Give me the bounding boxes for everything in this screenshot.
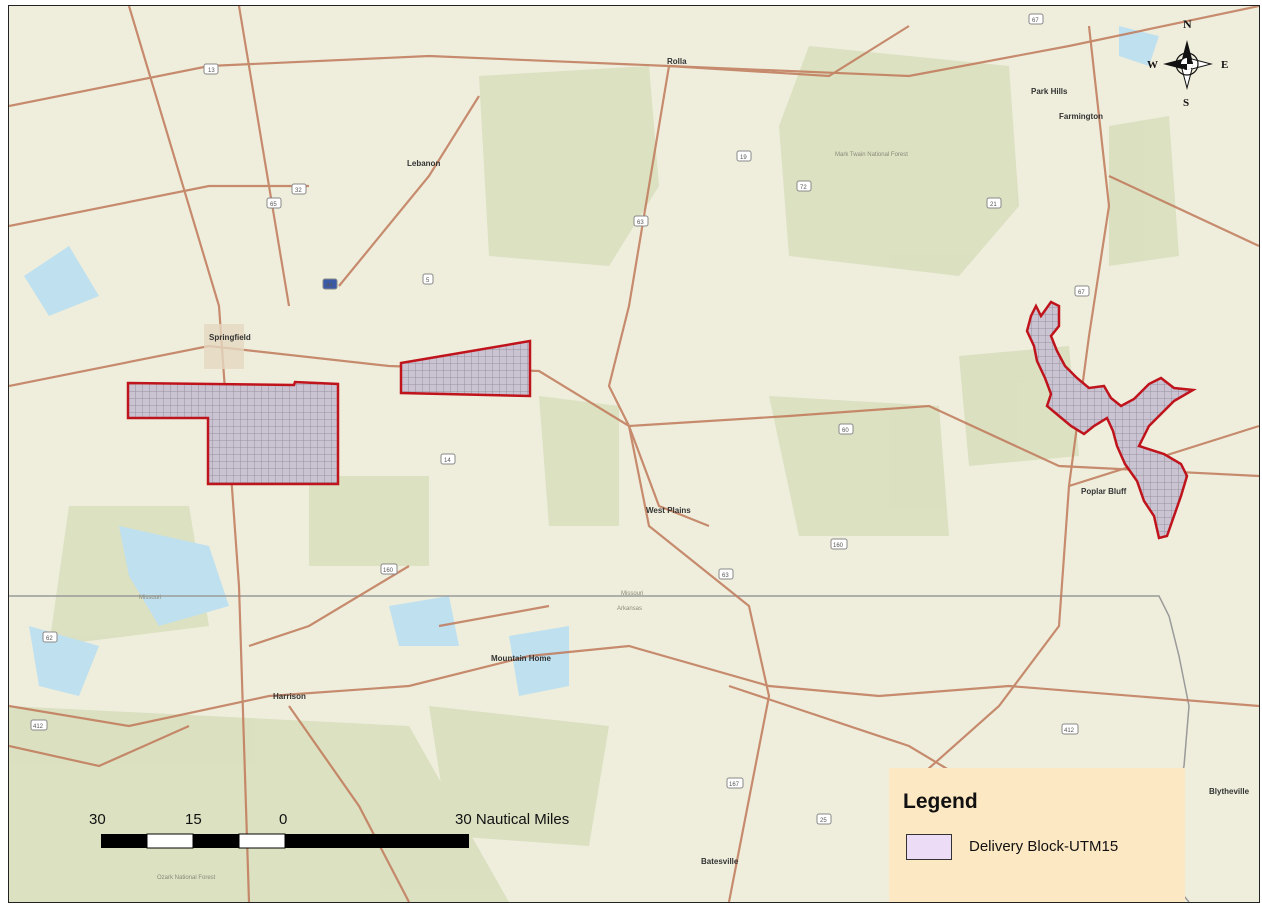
- svg-text:32: 32: [295, 188, 302, 194]
- city-park-hills: Park Hills: [1031, 87, 1068, 96]
- svg-text:S: S: [1183, 97, 1189, 109]
- svg-text:W: W: [1147, 59, 1158, 71]
- route-shields: 13 32 65 44 5 19 63 72 21 67 60 14 160 6…: [30, 13, 1090, 825]
- scale-label-15: 15: [185, 811, 202, 828]
- svg-text:160: 160: [833, 543, 844, 549]
- svg-text:412: 412: [1064, 728, 1075, 734]
- city-mountain-home: Mountain Home: [491, 654, 552, 663]
- delivery-blocks[interactable]: [126, 300, 1197, 540]
- svg-text:5: 5: [426, 278, 430, 284]
- svg-text:N: N: [1183, 17, 1192, 31]
- svg-text:14: 14: [444, 458, 451, 464]
- delivery-block-central[interactable]: [399, 339, 532, 398]
- city-poplar-bluff: Poplar Bluff: [1081, 487, 1127, 496]
- svg-text:21: 21: [990, 202, 997, 208]
- city-west-plains: West Plains: [646, 506, 691, 515]
- svg-text:160: 160: [383, 568, 394, 574]
- svg-text:63: 63: [637, 220, 644, 226]
- svg-text:13: 13: [208, 68, 215, 74]
- lakes: [24, 26, 1159, 696]
- scale-label-0: 0: [279, 811, 287, 828]
- label-mark-twain-forest: Mark Twain National Forest: [835, 152, 908, 158]
- city-labels: Rolla Park Hills Farmington Lebanon Spri…: [204, 57, 1250, 866]
- basemap[interactable]: 13 32 65 44 5 19 63 72 21 67 60 14 160 6…: [9, 6, 1259, 902]
- label-missouri-west: Missouri: [139, 595, 161, 601]
- label-arkansas: Arkansas: [617, 606, 642, 612]
- city-lebanon: Lebanon: [407, 159, 440, 168]
- svg-text:60: 60: [842, 428, 849, 434]
- scale-label-units: 30 Nautical Miles: [455, 811, 569, 828]
- svg-text:62: 62: [46, 636, 53, 642]
- city-farmington: Farmington: [1059, 112, 1103, 121]
- svg-text:25: 25: [820, 818, 827, 824]
- legend-title: Legend: [903, 790, 978, 813]
- svg-text:412: 412: [33, 724, 44, 730]
- svg-text:72: 72: [800, 185, 807, 191]
- legend: Legend Delivery Block-UTM15: [889, 768, 1185, 902]
- north-arrow: N S E W: [1147, 17, 1228, 109]
- svg-text:19: 19: [740, 155, 747, 161]
- svg-text:67: 67: [1078, 290, 1085, 296]
- label-ozark-forest: Ozark National Forest: [157, 875, 216, 881]
- delivery-block-springfield[interactable]: [126, 380, 340, 486]
- svg-text:E: E: [1221, 59, 1228, 71]
- svg-text:63: 63: [722, 573, 729, 579]
- scale-label-30: 30: [89, 811, 106, 828]
- label-missouri: Missouri: [621, 591, 643, 597]
- city-rolla: Rolla: [667, 57, 687, 66]
- map-frame[interactable]: 13 32 65 44 5 19 63 72 21 67 60 14 160 6…: [8, 5, 1260, 903]
- city-springfield: Springfield: [209, 333, 251, 342]
- svg-text:65: 65: [270, 202, 277, 208]
- svg-text:167: 167: [729, 782, 740, 788]
- delivery-block-poplar-bluff[interactable]: [1025, 300, 1197, 540]
- scale-bar: 30 15 0 30 Nautical Miles: [89, 811, 569, 849]
- city-harrison: Harrison: [273, 692, 306, 701]
- svg-text:67: 67: [1032, 18, 1039, 24]
- legend-item-label: Delivery Block-UTM15: [969, 838, 1119, 855]
- city-blytheville: Blytheville: [1209, 787, 1250, 796]
- city-batesville: Batesville: [701, 857, 739, 866]
- svg-text:44: 44: [326, 283, 333, 289]
- legend-swatch: [906, 834, 952, 860]
